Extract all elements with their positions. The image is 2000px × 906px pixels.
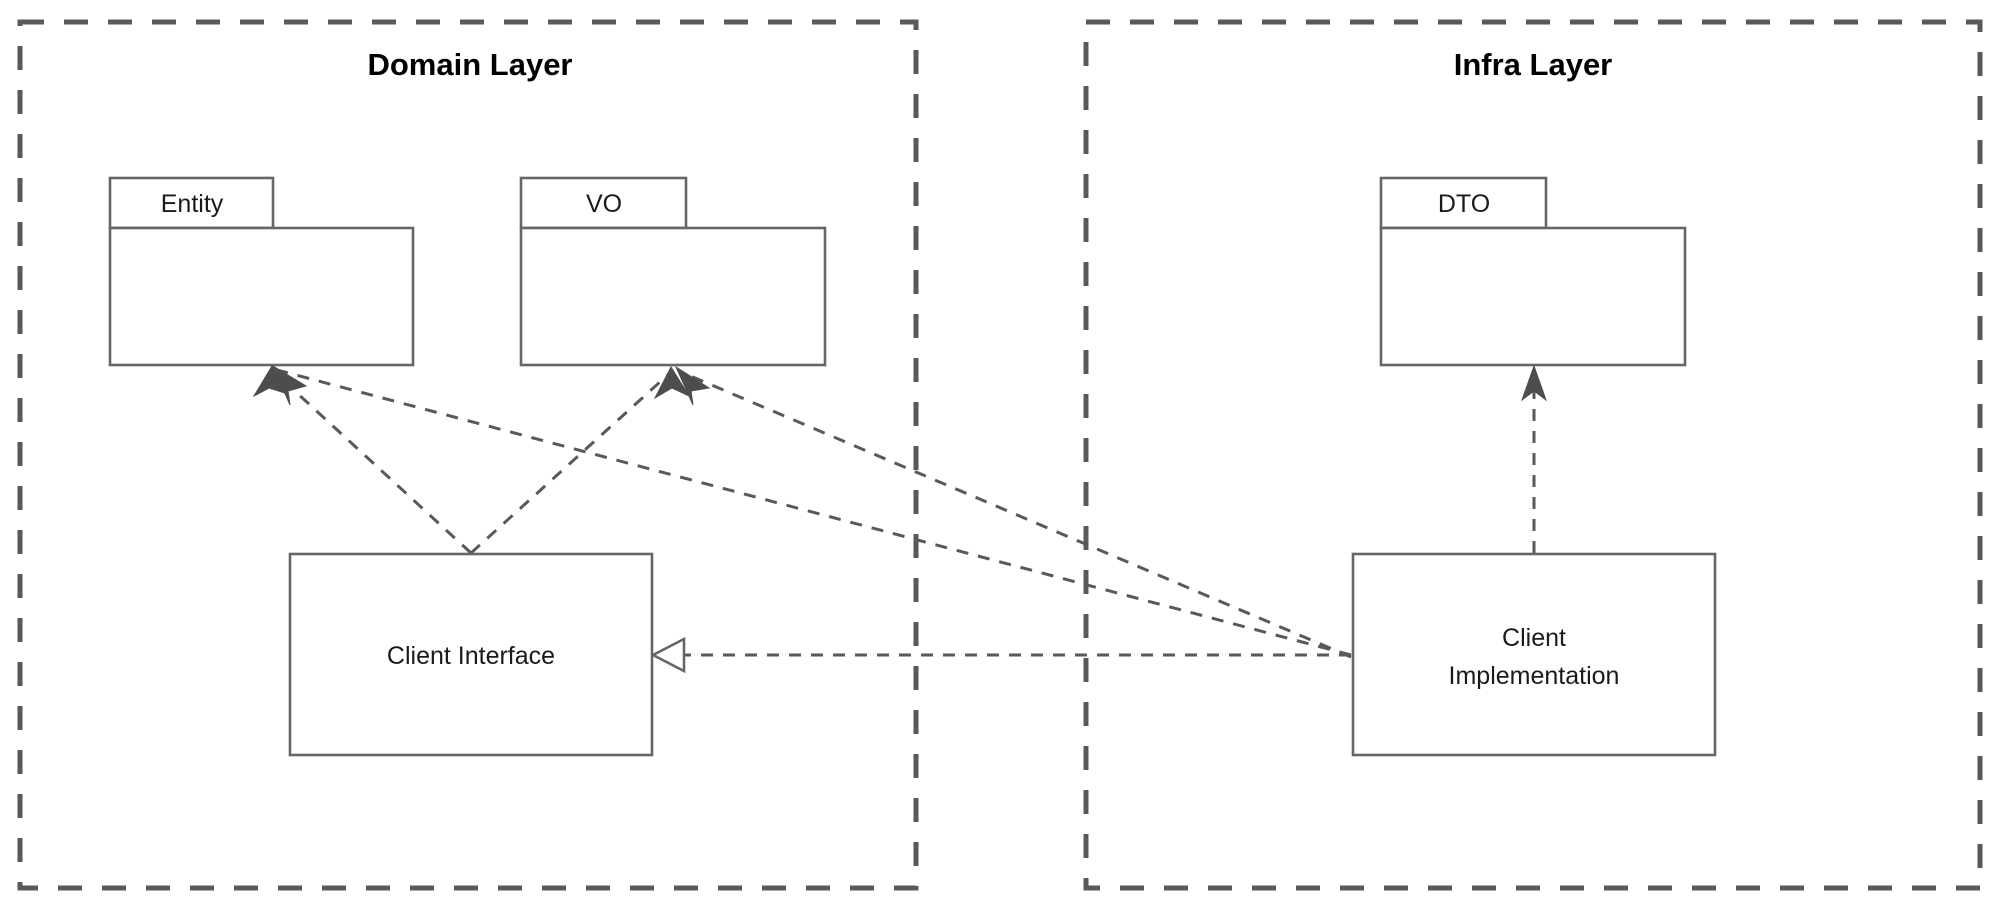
- arrowhead-filled-icon: [674, 365, 711, 406]
- client-interface-box: [288, 552, 654, 757]
- vo-package-body: [519, 226, 827, 367]
- edge-client-implementation-to-entity: [271, 364, 1352, 657]
- vo-package-label: VO: [586, 190, 622, 218]
- edge-client-implementation-to-vo: [674, 365, 1352, 659]
- edge-client-implementation-to-dto: [1520, 364, 1548, 553]
- dependency-line: [680, 370, 1352, 659]
- arrowhead-filled-icon: [1520, 364, 1548, 402]
- client-implementation-label-line-2: Implementation: [1449, 662, 1620, 690]
- edge-client-implementation-realizes-client-interface: [650, 636, 1351, 674]
- dependency-line: [270, 368, 473, 555]
- edge-client-interface-to-vo: [469, 365, 691, 555]
- domain-layer-title: Domain Layer: [367, 47, 572, 82]
- dto-package-body: [1379, 226, 1687, 367]
- layer-group-infra: Infra Layer: [1083, 19, 1983, 891]
- dependency-line: [276, 368, 1352, 657]
- arrowhead-filled-icon: [653, 365, 691, 400]
- infra-layer-title: Infra Layer: [1454, 47, 1613, 82]
- class-client-implementation[interactable]: Client Implementation: [1351, 552, 1717, 757]
- infra-layer-boundary: [1083, 19, 1983, 891]
- layer-group-domain: Domain Layer: [17, 19, 919, 891]
- class-client-interface[interactable]: Client Interface: [288, 552, 654, 757]
- client-implementation-label-line-1: Client: [1502, 624, 1566, 652]
- arrowhead-hollow-triangle-icon: [650, 636, 686, 674]
- package-entity[interactable]: Entity: [108, 176, 415, 367]
- package-dto[interactable]: DTO: [1379, 176, 1687, 367]
- client-implementation-box: [1351, 552, 1717, 757]
- domain-layer-boundary: [17, 19, 919, 891]
- dto-package-label: DTO: [1438, 190, 1490, 218]
- entity-package-label: Entity: [161, 190, 224, 218]
- dependency-line: [469, 370, 673, 555]
- client-interface-label: Client Interface: [387, 642, 555, 670]
- dto-package-tab: [1379, 176, 1548, 230]
- entity-package-body: [108, 226, 415, 367]
- arrowhead-filled-icon: [271, 364, 308, 406]
- package-vo[interactable]: VO: [519, 176, 827, 367]
